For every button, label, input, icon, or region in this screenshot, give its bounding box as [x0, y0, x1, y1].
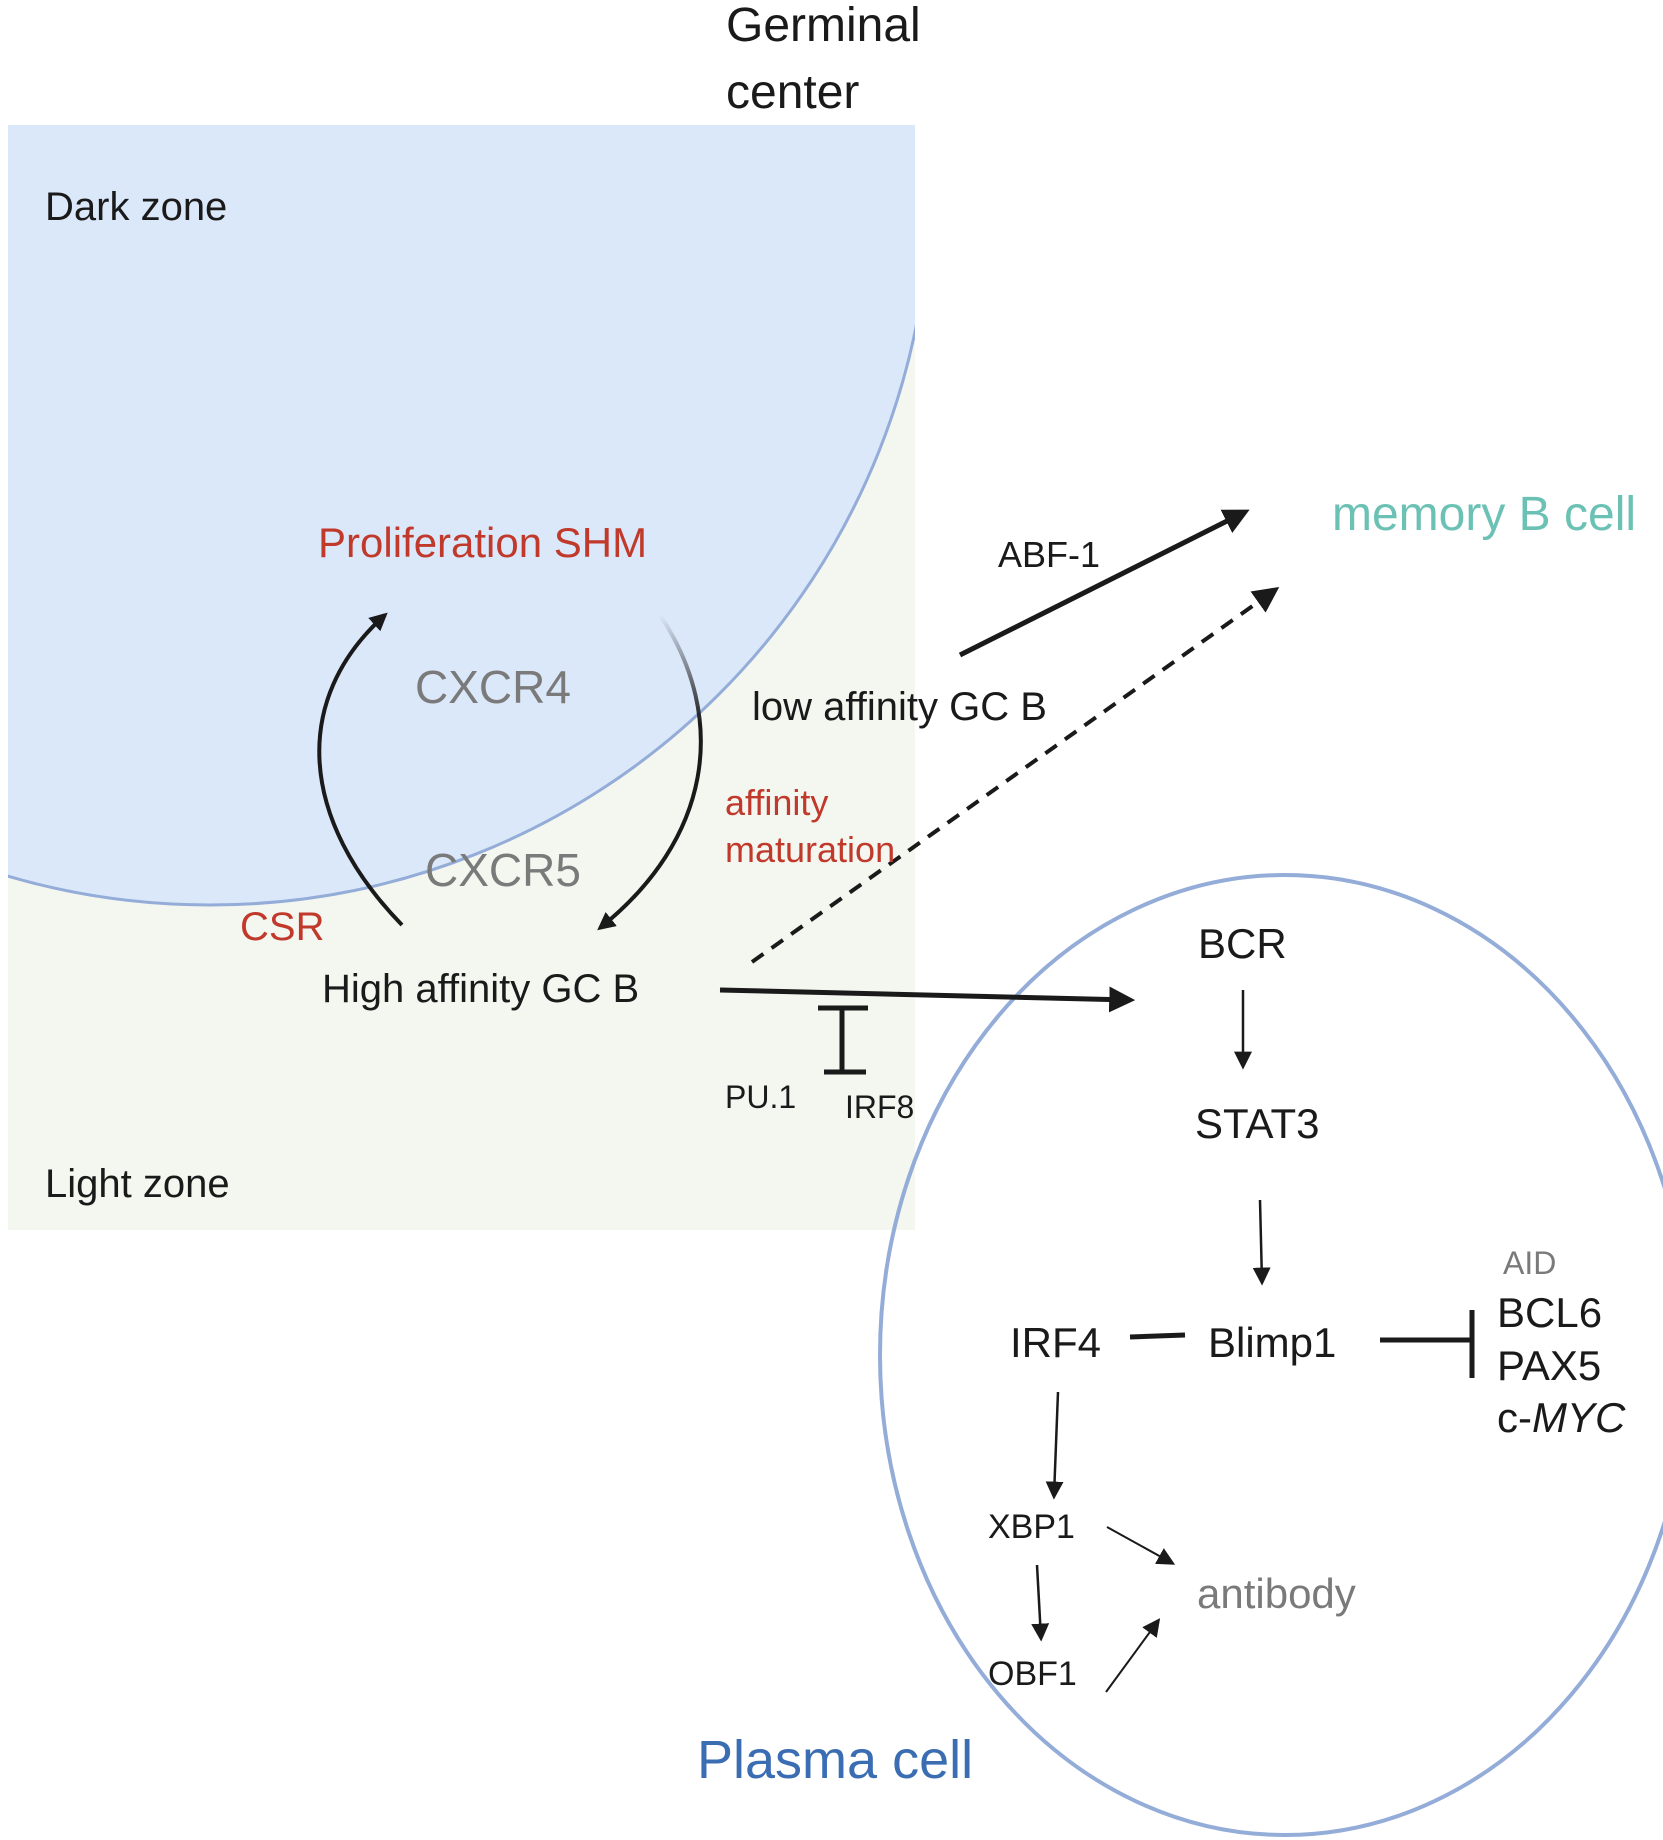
pu1-label: PU.1: [725, 1079, 796, 1115]
high-affinity-gcb-label: High affinity GC B: [322, 967, 639, 1011]
dark-zone-region: [8, 125, 915, 907]
low-affinity-gcb-label: low affinity GC B: [752, 685, 1047, 729]
irf4-label: IRF4: [1010, 1319, 1101, 1366]
light-zone-label: Light zone: [45, 1162, 230, 1206]
abf1-label: ABF-1: [998, 534, 1100, 575]
plasma-cell-title: Plasma cell: [697, 1730, 973, 1790]
csr-label: CSR: [240, 905, 324, 949]
plasma-cell-ellipse: [878, 873, 1663, 1837]
cmyc-prefix: c-: [1497, 1394, 1532, 1441]
aid-label: AID: [1503, 1245, 1556, 1281]
stat3-label: STAT3: [1195, 1100, 1319, 1147]
dark-zone-label: Dark zone: [45, 185, 227, 229]
arrow-xbp1-to-obf1: [1031, 1564, 1050, 1642]
link-irf4-blimp1: [1129, 1332, 1186, 1340]
cxcr4-label: CXCR4: [415, 661, 571, 713]
arrow-high-to-memory-dashed: [750, 586, 1280, 964]
bcr-label: BCR: [1198, 920, 1287, 967]
cmyc-gene: MYC: [1532, 1394, 1626, 1441]
arrow-stat3-to-blimp1: [1252, 1199, 1271, 1286]
memory-b-cell-label: memory B cell: [1332, 488, 1636, 541]
xbp1-label: XBP1: [988, 1508, 1075, 1546]
arrow-light-to-dark: [317, 612, 404, 927]
irf8-label: IRF8: [845, 1089, 914, 1125]
arrow-obf1-to-antibody: [1105, 1618, 1161, 1693]
gc-title-line1: Germinal: [726, 0, 921, 52]
blimp1-label: Blimp1: [1208, 1319, 1336, 1366]
arrow-xbp1-to-antibody: [1106, 1526, 1176, 1565]
pax5-label: PAX5: [1497, 1342, 1601, 1389]
arrow-high-to-plasma: [719, 986, 1136, 1013]
bcl6-label: BCL6: [1497, 1289, 1602, 1336]
cxcr5-label: CXCR5: [425, 844, 581, 896]
arrow-low-to-memory: [958, 509, 1250, 658]
antibody-label: antibody: [1197, 1570, 1356, 1617]
affinity-maturation-line1: affinity: [725, 782, 828, 823]
arrow-dark-to-light: [597, 613, 703, 931]
obf1-label: OBF1: [988, 1655, 1077, 1693]
affinity-maturation-line2: maturation: [725, 829, 895, 870]
cmyc-label: c-MYC: [1497, 1394, 1626, 1441]
gc-title-line2: center: [726, 66, 859, 119]
proliferation-shm-label: Proliferation SHM: [318, 519, 647, 566]
arrow-irf4-to-xbp1: [1045, 1391, 1064, 1500]
